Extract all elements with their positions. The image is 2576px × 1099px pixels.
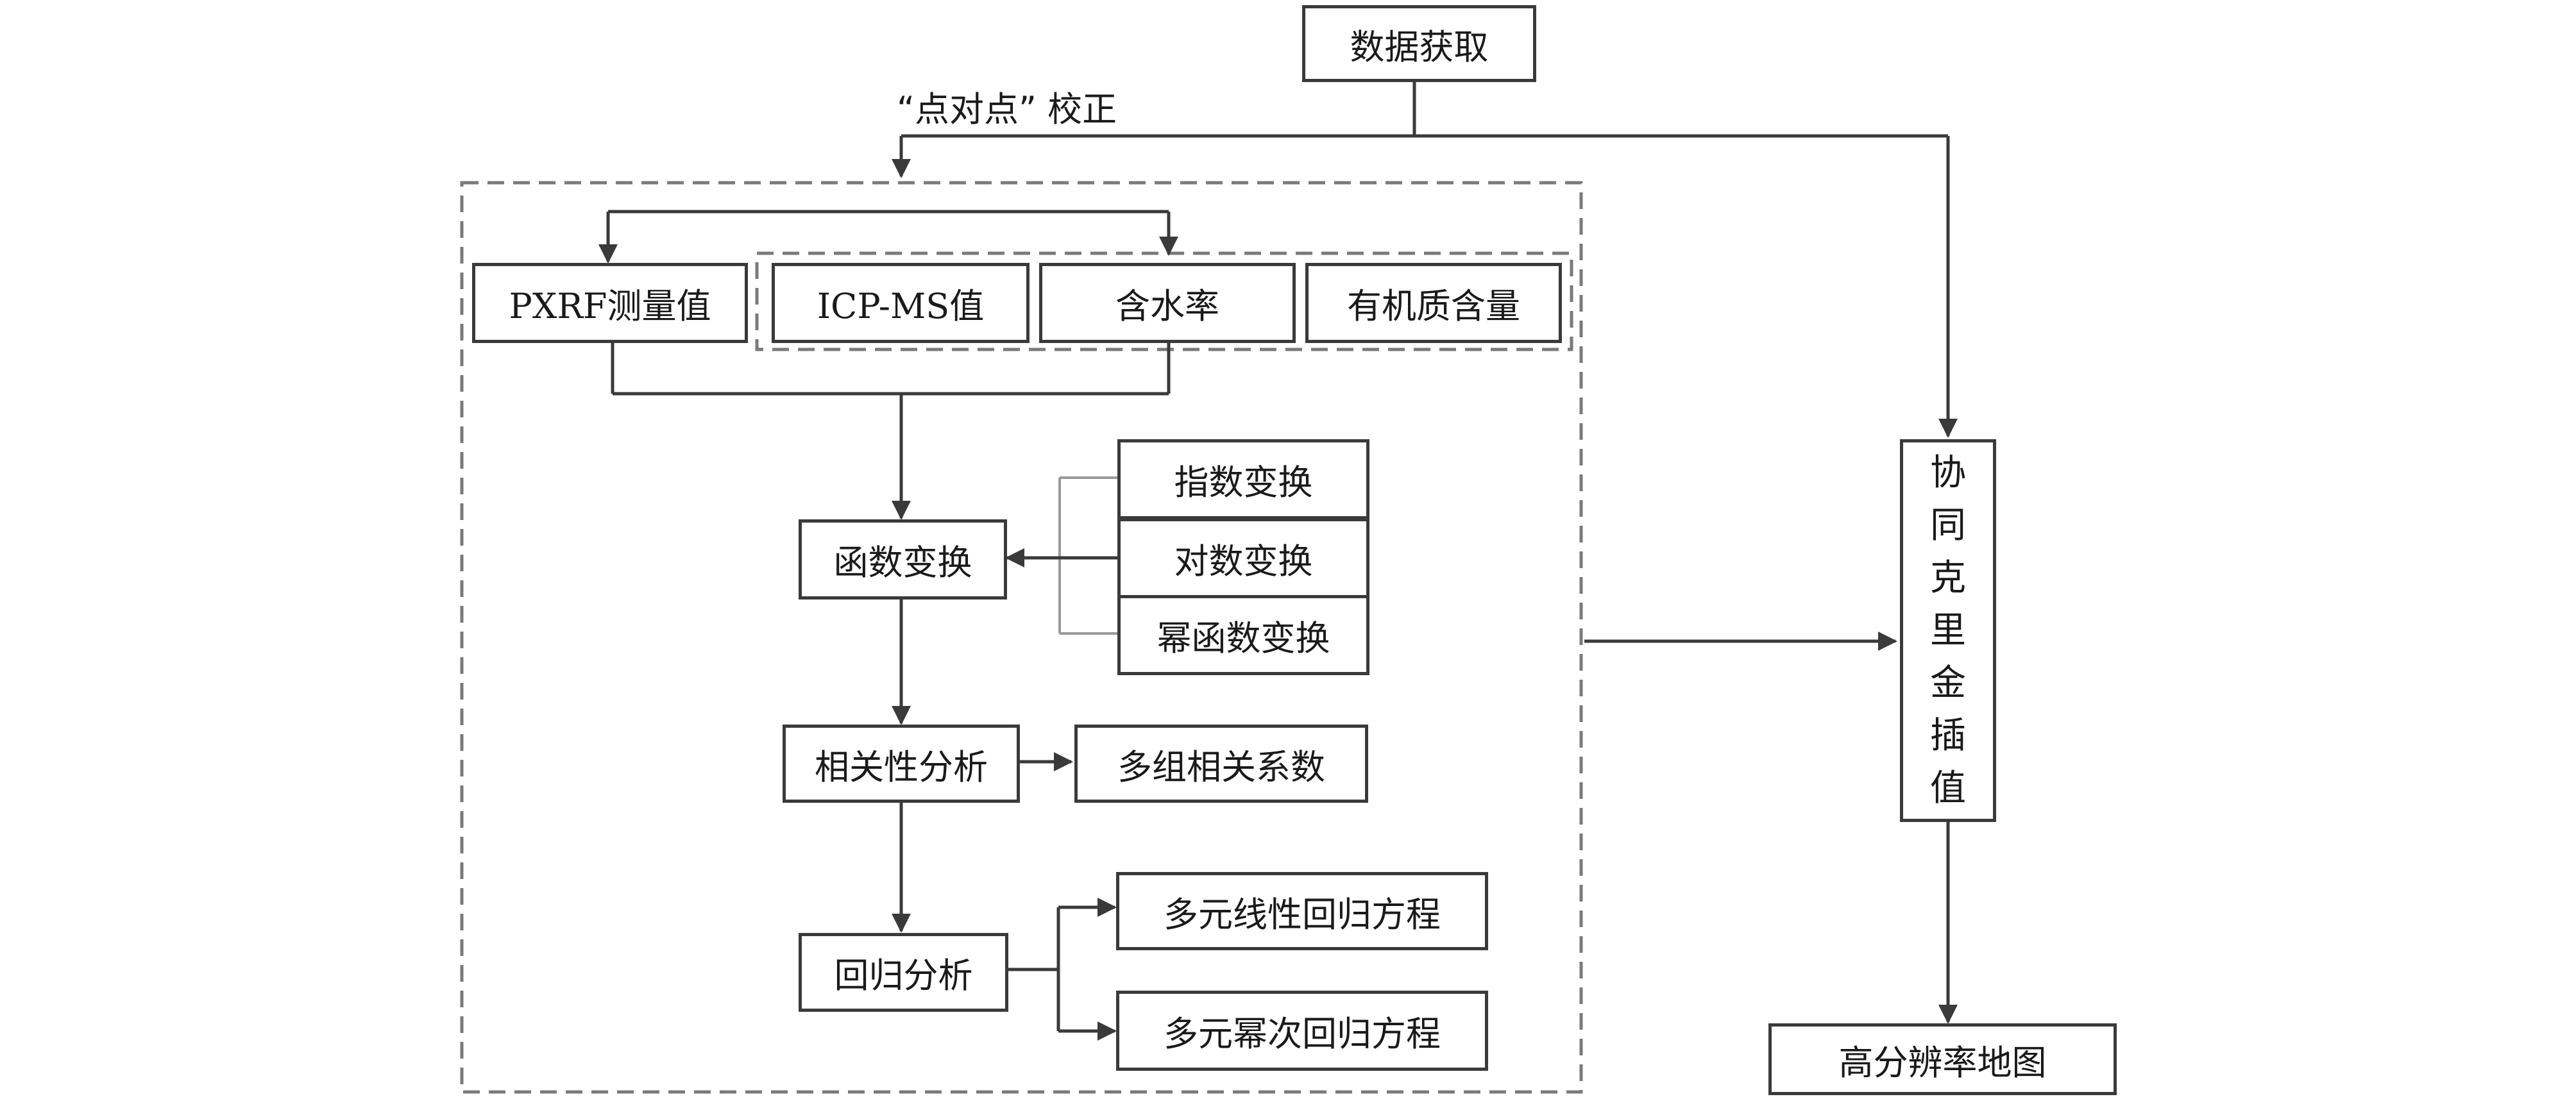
organic-matter-node: 有机质含量 [1305,263,1562,343]
multi-correlation-node: 多组相关系数 [1074,725,1368,803]
multi-power-regression-node: 多元幂次回归方程 [1116,991,1488,1071]
cokriging-char: 值 [1930,767,1966,809]
data-acquisition-node: 数据获取 [1302,5,1536,82]
connector-merge-to-function [611,343,1171,520]
connector-regression-outputs [1008,898,1117,1041]
connector-transform-options [1005,476,1117,635]
high-resolution-map-node: 高分辨率地图 [1768,1023,2117,1095]
inner-dashed-group [755,251,1573,351]
exponential-transform-node: 指数变换 [1117,439,1369,519]
connector-data-acquisition [892,82,1958,438]
cokriging-char: 里 [1930,609,1966,651]
cokriging-char: 克 [1930,557,1966,599]
multi-linear-regression-node: 多元线性回归方程 [1116,872,1488,950]
correlation-analysis-node: 相关性分析 [783,725,1020,803]
pxrf-node: PXRF测量值 [472,263,748,343]
cokriging-char: 同 [1930,504,1966,546]
connector-top-bracket [598,210,1178,264]
icp-ms-node: ICP-MS值 [772,263,1030,343]
cokriging-interpolation-node: 协 同 克 里 金 插 值 [1900,439,1996,822]
cokriging-char: 金 [1930,662,1966,704]
power-transform-node: 幂函数变换 [1117,595,1369,675]
outer-dashed-frame [460,181,1583,1094]
point-to-point-label: “点对点” 校正 [897,89,1117,130]
logarithmic-transform-node: 对数变换 [1117,518,1369,598]
cokriging-char: 协 [1930,451,1966,494]
function-transform-node: 函数变换 [799,519,1007,600]
water-content-node: 含水率 [1039,263,1296,343]
cokriging-char: 插 [1930,714,1966,757]
regression-analysis-node: 回归分析 [799,933,1008,1012]
